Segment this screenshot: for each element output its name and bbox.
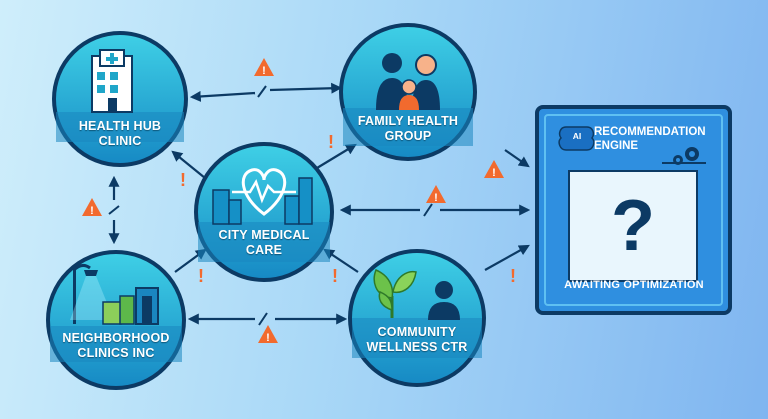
node-city-medical-care: [194, 142, 334, 282]
link-community-engine: [484, 244, 530, 271]
svg-text:!: !: [266, 332, 270, 344]
ai-badge: AI: [572, 131, 582, 141]
node-community-wellness-ctr: [348, 249, 486, 387]
node-label-city-medical: CITY MEDICAL CARE: [218, 228, 310, 257]
warning-icon: !: [258, 325, 278, 344]
connections: [108, 82, 531, 325]
svg-text:!: !: [510, 266, 516, 286]
node-label-family-health: FAMILY HEALTH GROUP: [357, 114, 459, 143]
link-hub-family: [189, 90, 256, 102]
svg-text:!: !: [328, 132, 334, 152]
node-neighborhood-clinics-inc: [46, 250, 186, 390]
engine-title: RECOMMENDATION ENGINE: [594, 126, 706, 152]
street-clinic-icon: [70, 263, 159, 325]
heart-pulse-icon: [232, 168, 296, 216]
warning-icon: !: [426, 185, 446, 204]
recommendation-engine-panel: [535, 105, 732, 315]
question-mark-placeholder: ?: [611, 186, 655, 266]
svg-text:!: !: [90, 205, 94, 217]
svg-text:!: !: [332, 266, 338, 286]
link-hub-city: [171, 150, 206, 179]
link-family-engine: [504, 149, 530, 168]
gears-icon: [662, 147, 706, 165]
node-label-neighborhood: NEIGHBORHOOD CLINICS INC: [62, 331, 170, 360]
node-label-health-hub: HEALTH HUB CLINIC: [78, 119, 162, 148]
svg-text:!: !: [198, 266, 204, 286]
ai-brain-icon: [558, 126, 595, 151]
warning-icon: !: [254, 58, 274, 77]
node-family-health-group: [339, 23, 477, 161]
svg-text:!: !: [262, 65, 266, 77]
city-skyline-icon: [212, 177, 313, 225]
broken-link-marks: [108, 85, 433, 326]
svg-text:!: !: [180, 170, 186, 190]
link-family-city: [316, 143, 357, 169]
family-icon: [376, 53, 440, 110]
warning-icon: !: [484, 160, 504, 179]
node-label-community: COMMUNITY WELLNESS CTR: [366, 325, 468, 354]
exclamation-icons: ! ! ! ! !: [180, 132, 516, 286]
warning-icon: !: [82, 198, 102, 217]
svg-text:!: !: [492, 167, 496, 179]
plant-person-icon: [373, 269, 460, 320]
engine-status: AWAITING OPTIMIZATION: [564, 279, 704, 291]
node-health-hub-clinic: [52, 31, 188, 167]
svg-text:!: !: [434, 192, 438, 204]
hospital-icon: [91, 49, 133, 113]
link-city-community: [323, 248, 359, 273]
